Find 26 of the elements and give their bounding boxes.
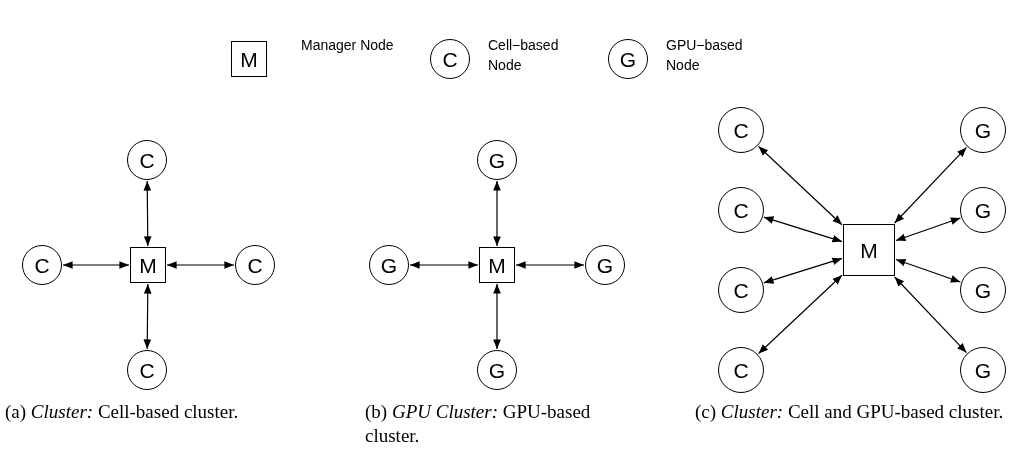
manager-box: M	[231, 41, 267, 77]
legend-text: GPU−based Node	[666, 36, 744, 75]
double-arrow	[143, 283, 152, 350]
double-arrow	[493, 283, 501, 350]
caption: (b) GPU Cluster: GPU-based cluster.	[365, 400, 592, 448]
manager-box: M	[843, 224, 895, 276]
double-arrow	[894, 276, 968, 354]
double-arrow	[757, 274, 843, 355]
double-arrow	[895, 217, 961, 242]
double-arrow	[757, 145, 843, 226]
double-arrow	[62, 261, 130, 269]
caption: (a) Cluster: Cell-based cluster.	[5, 400, 240, 424]
double-arrow	[515, 261, 585, 269]
double-arrow	[763, 257, 843, 284]
double-arrow	[143, 180, 152, 247]
legend-text: Manager Node	[301, 36, 395, 55]
double-arrow	[493, 180, 501, 247]
double-arrow	[763, 216, 843, 243]
manager-box: M	[479, 247, 515, 283]
double-arrow	[894, 146, 968, 224]
double-arrow	[895, 258, 961, 283]
double-arrow	[409, 261, 479, 269]
legend-text: Cell−based Node	[488, 36, 560, 75]
double-arrow	[166, 261, 235, 269]
manager-box: M	[130, 247, 166, 283]
caption: (c) Cluster: Cell and GPU-based cluster.	[695, 400, 1005, 424]
